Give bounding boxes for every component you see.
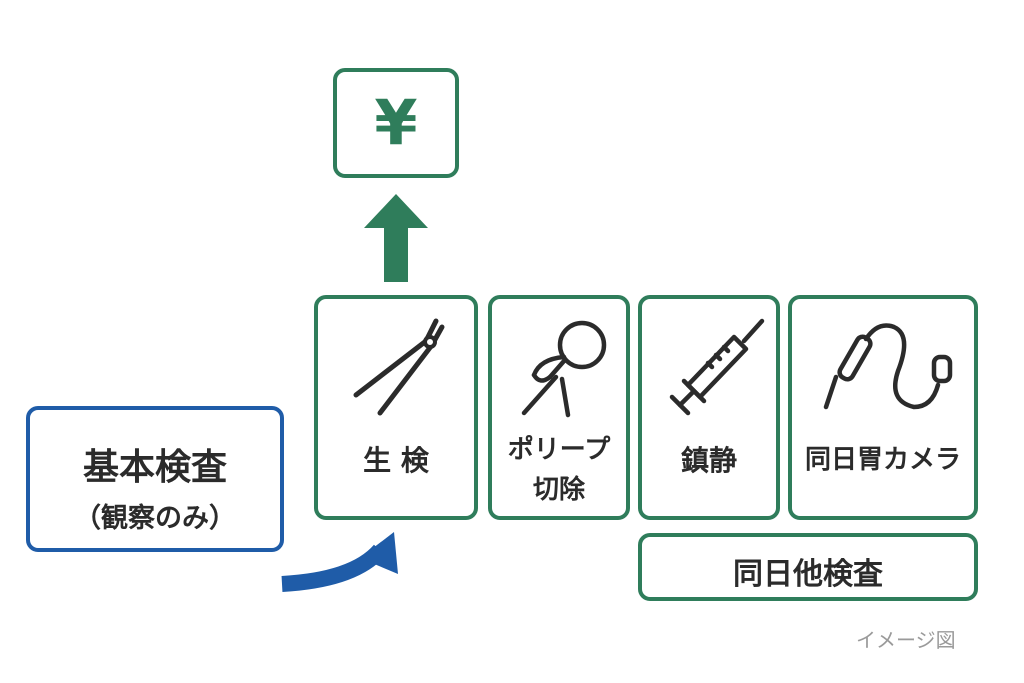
syringe-icon <box>669 318 765 416</box>
option-polypectomy: ポリープ 切除 <box>488 295 630 520</box>
gastroscopy-label: 同日胃カメラ <box>804 445 961 475</box>
snare-icon <box>521 320 607 418</box>
image-caption: イメージ図 <box>856 628 956 652</box>
polypectomy-label-line1: ポリープ <box>507 435 611 465</box>
option-biopsy: 生 検 <box>314 295 478 520</box>
biopsy-label: 生 検 <box>363 444 429 477</box>
endoscope-icon <box>823 323 953 410</box>
option-sedation: 鎮静 <box>638 295 780 520</box>
base-exam-subtitle: （観察のみ） <box>74 503 236 534</box>
option-same-day-gastroscopy: 同日胃カメラ <box>788 295 978 520</box>
forceps-icon <box>353 318 445 416</box>
base-exam-box: 基本検査 （観察のみ） <box>26 406 284 552</box>
yen-symbol: ¥ <box>374 86 418 159</box>
polypectomy-label-line2: 切除 <box>532 475 585 505</box>
other-same-day-tests-label: 同日他検査 <box>733 557 883 592</box>
sedation-label: 鎮静 <box>680 444 737 477</box>
yen-box: ¥ <box>333 68 459 178</box>
other-same-day-tests-box: 同日他検査 <box>638 533 978 601</box>
up-arrow-icon <box>364 194 428 282</box>
base-exam-title: 基本検査 <box>82 447 227 488</box>
curved-arrow-icon <box>281 532 398 592</box>
